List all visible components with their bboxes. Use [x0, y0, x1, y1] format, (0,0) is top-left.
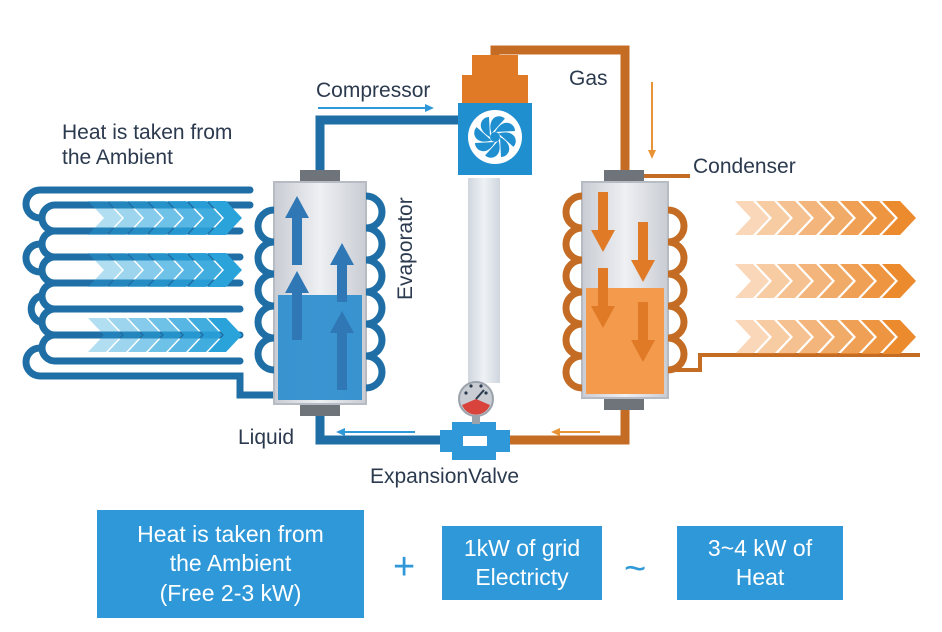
chevron-right-icon: [148, 201, 182, 235]
chevron-right-icon: [882, 320, 916, 354]
chevron-right-icon: [819, 320, 853, 354]
expansion-valve-label: ExpansionValve: [370, 465, 520, 488]
evaporator-bottom-cap: [300, 404, 340, 416]
condenser-down-arrows: [591, 192, 655, 362]
chevron-right-icon: [128, 253, 162, 287]
ambient-coil: [22, 186, 304, 399]
chevron-right-icon: [735, 264, 769, 298]
chevron-right-icon: [861, 201, 895, 235]
chevron-right-icon: [128, 318, 162, 352]
chevron-right-icon: [168, 318, 202, 352]
chevron-right-icon: [128, 201, 162, 235]
chevron-right-icon: [735, 320, 769, 354]
chevron-right-icon: [840, 264, 874, 298]
liquid-label: Liquid: [238, 426, 295, 449]
chevron-right-icon: [798, 320, 832, 354]
hot-flow-chevrons: [735, 201, 916, 354]
plus-symbol: +: [393, 546, 416, 588]
chevron-right-icon: [88, 201, 122, 235]
chevron-right-icon: [735, 201, 769, 235]
chevron-right-icon: [108, 318, 142, 352]
condenser: [562, 170, 920, 410]
equation-term-grid: 1kW of grid Electricty: [442, 526, 602, 600]
chevron-right-icon: [882, 201, 916, 235]
flow-direction-arrows: [318, 82, 656, 436]
chevron-right-icon: [208, 253, 242, 287]
chevron-right-icon: [777, 320, 811, 354]
chevron-right-icon: [188, 318, 222, 352]
chevron-right-icon: [108, 253, 142, 287]
chevron-right-icon: [819, 264, 853, 298]
connecting-tube: [468, 178, 500, 383]
chevron-right-icon: [840, 320, 874, 354]
chevron-right-icon: [798, 264, 832, 298]
chevron-right-icon: [756, 264, 790, 298]
chevron-right-icon: [882, 264, 916, 298]
condenser-label: Condenser: [693, 155, 796, 178]
chevron-right-icon: [861, 320, 895, 354]
ambient-source-label: Heat is taken from the Ambient: [62, 121, 233, 170]
chevron-right-icon: [777, 264, 811, 298]
chevron-right-icon: [798, 201, 832, 235]
condenser-bottom-cap: [604, 398, 644, 410]
compressor-label: Compressor: [316, 79, 431, 102]
compressor: [458, 55, 532, 175]
evaporator-top-cap: [300, 170, 340, 182]
equation-term-result: 3~4 kW of Heat: [677, 526, 843, 600]
chevron-right-icon: [861, 264, 895, 298]
chevron-right-icon: [148, 318, 182, 352]
chevron-right-icon: [208, 318, 242, 352]
chevron-right-icon: [168, 253, 202, 287]
cold-flow-chevrons: [88, 201, 242, 352]
chevron-right-icon: [108, 201, 142, 235]
chevron-right-icon: [840, 201, 874, 235]
approx-symbol: ~: [624, 548, 647, 590]
chevron-right-icon: [148, 253, 182, 287]
evaporator-label: Evaporator: [394, 197, 417, 300]
refrigerant-pipes: [315, 45, 690, 445]
evaporator-up-arrows: [285, 196, 354, 390]
chevron-right-icon: [819, 201, 853, 235]
chevron-right-icon: [88, 253, 122, 287]
chevron-right-icon: [208, 201, 242, 235]
equation-term-ambient: Heat is taken from the Ambient (Free 2-3…: [97, 510, 364, 618]
gauge-icon: [458, 381, 494, 417]
fan-icon: [474, 116, 516, 158]
chevron-right-icon: [756, 201, 790, 235]
condenser-top-cap: [604, 170, 644, 182]
evaporator-liquid: [278, 295, 362, 400]
expansion-valve: [440, 381, 510, 460]
chevron-right-icon: [188, 253, 222, 287]
evaporator: [254, 170, 386, 416]
chevron-right-icon: [88, 318, 122, 352]
chevron-right-icon: [777, 201, 811, 235]
chevron-right-icon: [168, 201, 202, 235]
gas-label: Gas: [569, 67, 608, 90]
chevron-right-icon: [188, 201, 222, 235]
chevron-right-icon: [756, 320, 790, 354]
